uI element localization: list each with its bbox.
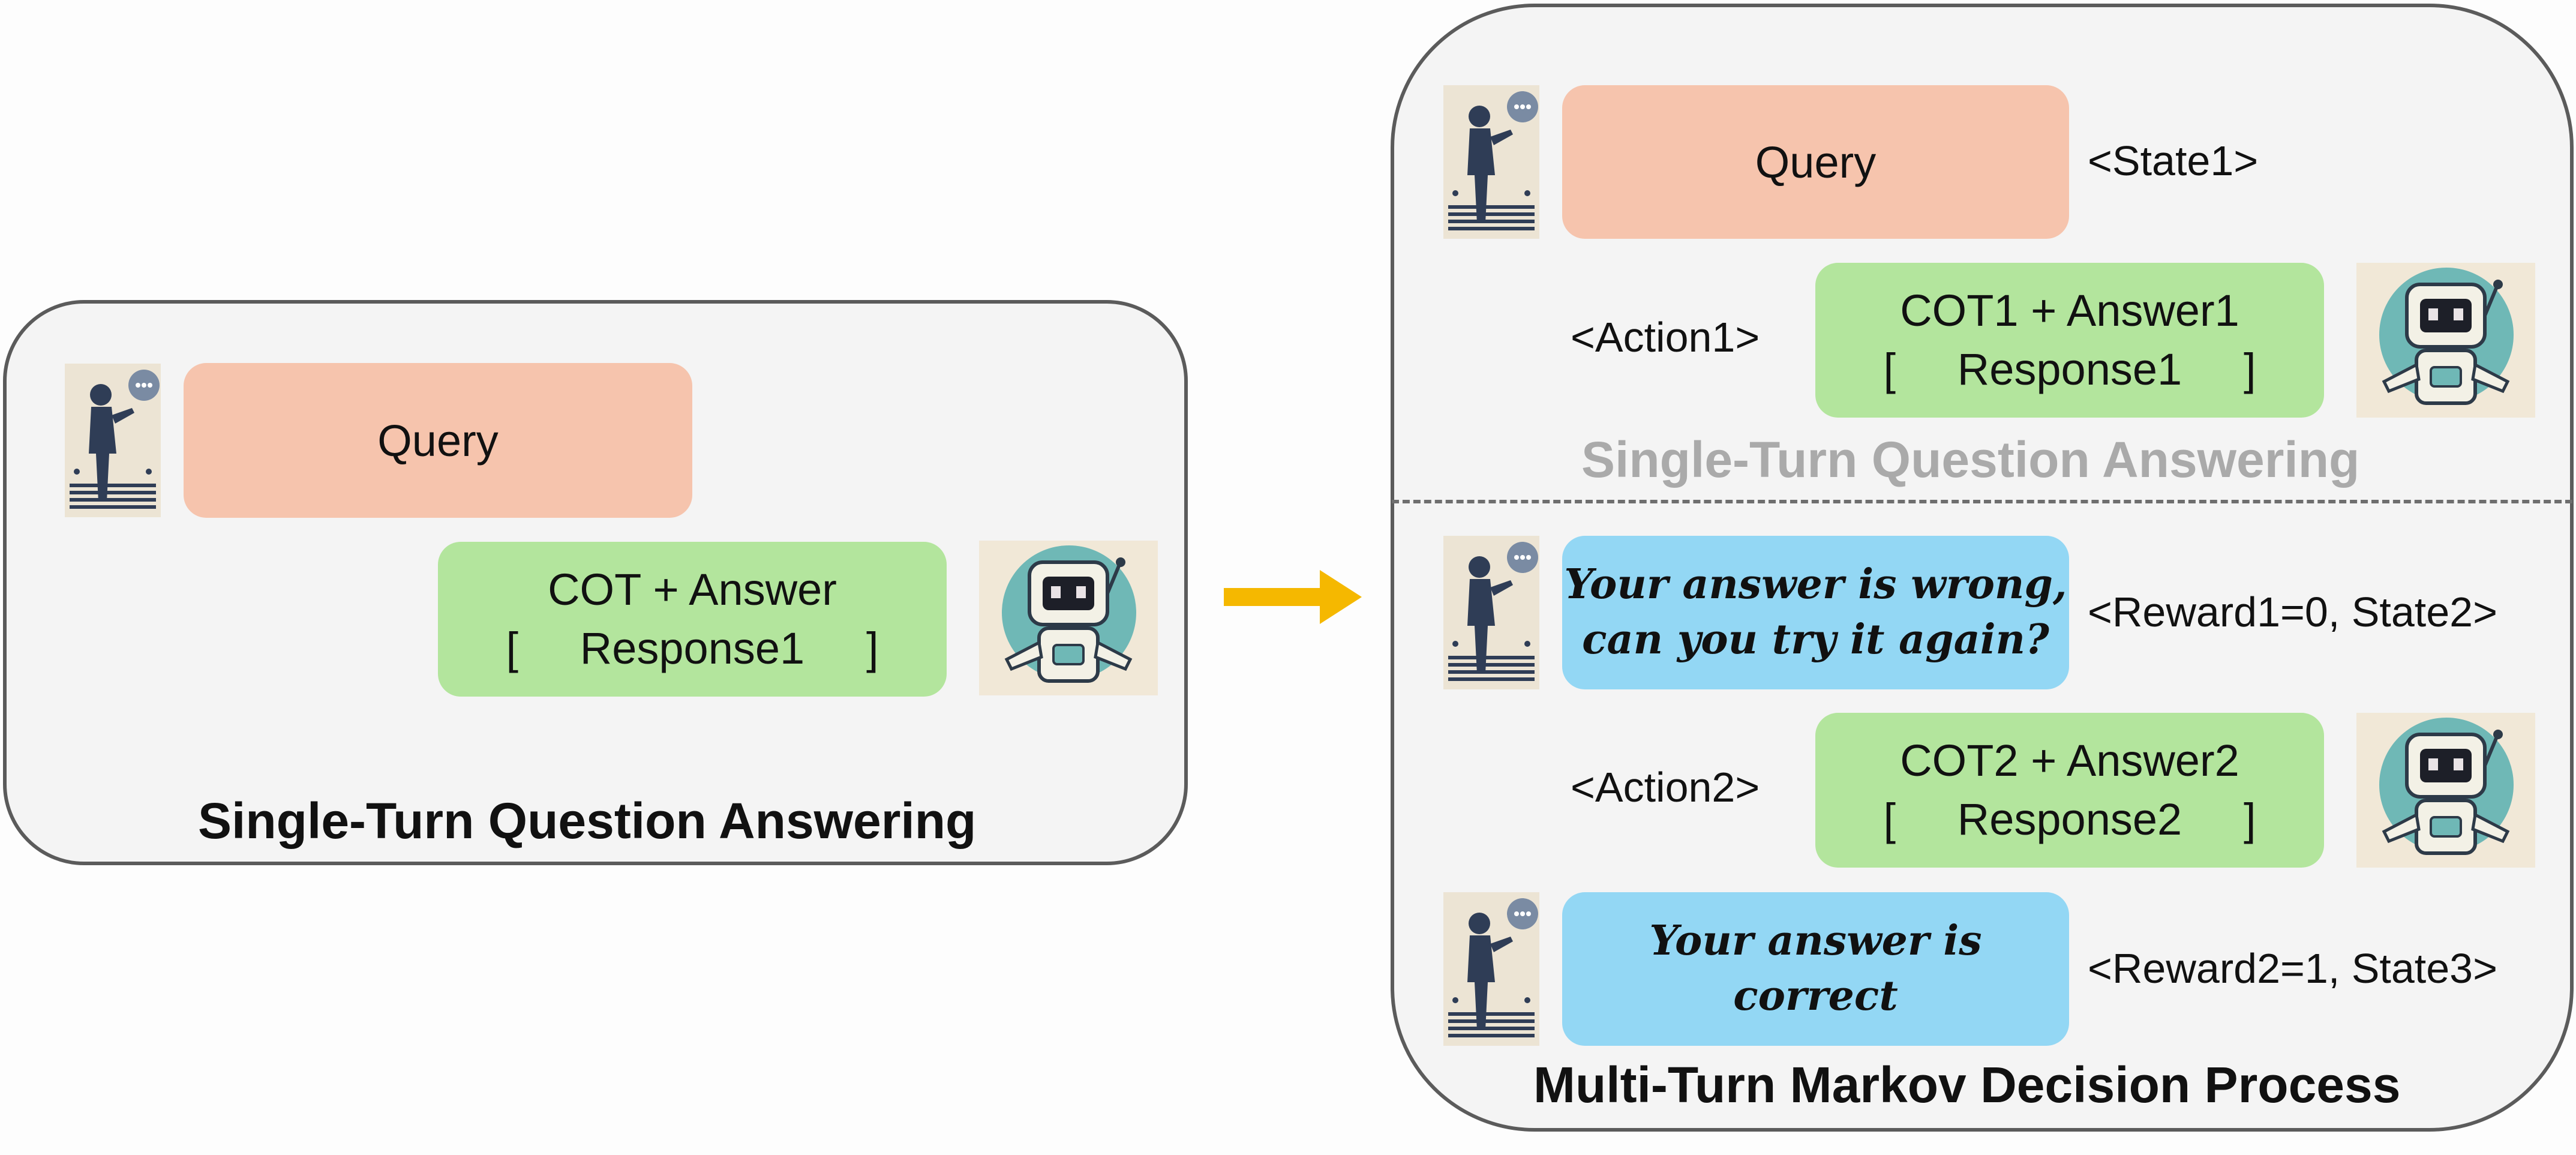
query-text: Query — [1755, 137, 1877, 187]
response-title: COT + Answer — [548, 565, 837, 615]
action2-label: <Action2> — [1571, 764, 1760, 811]
person-speaking-icon — [1443, 892, 1539, 1046]
response-bubble: COT + Answer [ Response1 ] — [438, 542, 947, 697]
response1-body: [ Response1 ] — [1883, 344, 2256, 394]
reward2-label: <Reward2=1, State3> — [2088, 945, 2497, 992]
person-speaking-icon — [1443, 536, 1539, 689]
person-speaking-icon — [65, 364, 161, 517]
response1-bubble: COT1 + Answer1 [ Response1 ] — [1815, 263, 2324, 418]
response-body: [ Response1 ] — [506, 623, 879, 673]
feedback1-line2: can you try it again? — [1582, 616, 2049, 664]
single-turn-title: Single-Turn Question Answering — [198, 793, 977, 849]
response2-bubble: COT2 + Answer2 [ Response2 ] — [1815, 713, 2324, 868]
state1-label: <State1> — [2088, 137, 2259, 184]
feedback2-text: Your answer is correct — [1649, 917, 1982, 1020]
feedback2-bubble: Your answer is correct — [1562, 892, 2069, 1046]
person-speaking-icon — [1443, 85, 1539, 239]
feedback1-line1: Your answer is wrong, — [1564, 560, 2067, 609]
action1-label: <Action1> — [1571, 314, 1760, 361]
query-bubble: Query — [184, 363, 692, 518]
response2-title: COT2 + Answer2 — [1900, 736, 2239, 786]
right-arrow-icon — [1224, 570, 1362, 624]
response2-body: [ Response2 ] — [1883, 794, 2256, 844]
section-divider — [1392, 500, 2572, 503]
single-turn-ghost-title: Single-Turn Question Answering — [1581, 431, 2360, 488]
robot-icon — [2356, 263, 2535, 418]
feedback1-bubble: Your answer is wrong, can you try it aga… — [1562, 536, 2069, 689]
reward1-label: <Reward1=0, State2> — [2088, 589, 2497, 635]
response1-title: COT1 + Answer1 — [1900, 286, 2239, 336]
query-bubble: Query — [1562, 85, 2069, 239]
multi-turn-title: Multi-Turn Markov Decision Process — [1533, 1057, 2401, 1113]
query-text: Query — [377, 415, 499, 466]
robot-icon — [2356, 713, 2535, 868]
robot-icon — [979, 541, 1158, 695]
